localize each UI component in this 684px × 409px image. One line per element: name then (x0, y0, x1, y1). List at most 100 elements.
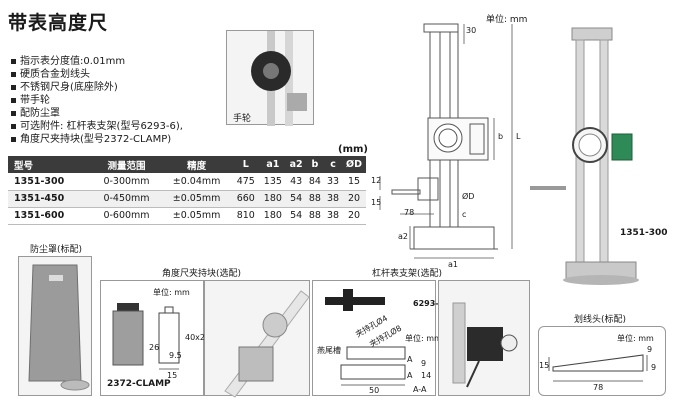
lever-illustration (325, 289, 406, 386)
cell: 88 (305, 207, 324, 225)
lever-dim-9: 9 (421, 359, 427, 368)
lever-dim-A: A (407, 355, 413, 364)
cell: 20 (342, 190, 366, 208)
feature-list: 指示表分度值:0.01mm 硬质合金划线头 不锈钢尺身(底座除外) 带手轮 配防… (10, 55, 183, 146)
handwheel-photo: 手轮 (226, 30, 314, 126)
clamp-unit: 单位: mm (153, 288, 190, 297)
dim-a1: a1 (448, 260, 458, 269)
lever-usage-photo (438, 280, 530, 396)
cell: 475 (232, 173, 260, 191)
feature-item: 硬质合金划线头 (10, 68, 183, 81)
table-row: 1351-300 0-300mm ±0.04mm 475 135 43 84 3… (8, 173, 366, 191)
dim-L: L (516, 132, 521, 141)
clamp-model: 2372-CLAMP (107, 379, 171, 389)
cell: 54 (286, 190, 306, 208)
dim-78: 78 (404, 208, 415, 217)
scriber-dim-15: 15 (539, 361, 550, 370)
col-header: b (305, 156, 324, 173)
cell: 1351-600 (8, 207, 93, 225)
lever-model: 6293-6 (413, 299, 445, 308)
cell: 84 (305, 173, 324, 191)
clamp-panel: 单位: mm 26 9.5 40x20 15 2372-CLAMP (100, 280, 210, 396)
scriber-illustration (548, 354, 648, 382)
cell: 54 (286, 207, 306, 225)
feature-item: 指示表分度值:0.01mm (10, 55, 183, 68)
feature-item: 可选附件: 杠杆表支架(型号6293-6), (10, 120, 183, 133)
cell: ±0.05mm (161, 207, 233, 225)
cell: 180 (259, 207, 287, 225)
col-header: 精度 (161, 156, 233, 173)
table-row: 1351-600 0-600mm ±0.05mm 810 180 54 88 3… (8, 207, 366, 225)
dim-b: b (498, 132, 504, 141)
cell: 15 (342, 173, 366, 191)
col-header: a2 (286, 156, 306, 173)
drawing-unit: 单位: mm (486, 15, 528, 25)
cell: 38 (323, 190, 343, 208)
clamp-title: 角度尺夹持块(选配) (162, 269, 242, 279)
dust-cover-label: 防尘罩(标配) (30, 245, 83, 255)
clamp-usage-photo (204, 280, 310, 398)
cell: 0-450mm (92, 190, 161, 208)
cell: ±0.05mm (161, 190, 233, 208)
scriber-dim-9b: 9 (651, 363, 657, 372)
col-header: c (323, 156, 343, 173)
clamp-dim-26: 26 (149, 343, 160, 352)
handwheel-illustration (251, 31, 307, 126)
clamp-illustration (112, 303, 180, 370)
clamp-dim-95: 9.5 (169, 351, 182, 360)
spec-table: 型号 测量范围 精度 L a1 a2 b c ØD 1351-300 0-300… (8, 156, 366, 225)
clamp-dim-15: 15 (167, 371, 178, 380)
col-header: 测量范围 (92, 156, 161, 173)
lever-title: 杠杆表支架(选配) (372, 269, 443, 279)
table-row: 1351-450 0-450mm ±0.05mm 660 180 54 88 3… (8, 190, 366, 208)
dim-c: c (462, 210, 467, 219)
lever-panel: 6293-6 单位: mm 燕尾槽 夹持孔Ø4 夹持孔Ø8 50 A A 9 1… (312, 280, 444, 396)
feature-item: 不锈钢尺身(底座除外) (10, 81, 183, 94)
cell: 33 (323, 173, 343, 191)
scriber-title: 划线头(标配) (574, 315, 627, 325)
cell: 88 (305, 190, 324, 208)
col-header: L (232, 156, 260, 173)
scriber-unit: 单位: mm (617, 334, 654, 343)
cell: 660 (232, 190, 260, 208)
cell: 810 (232, 207, 260, 225)
cell: 43 (286, 173, 306, 191)
product-model: 1351-300 (620, 228, 668, 238)
cell: 0-600mm (92, 207, 161, 225)
scriber-panel: 单位: mm 9 15 9 78 (538, 326, 666, 396)
dim-15: 15 (371, 198, 382, 207)
cell: 135 (259, 173, 287, 191)
scriber-dim-9a: 9 (647, 345, 653, 354)
lever-usage-illustration (452, 302, 518, 388)
clamp-usage-illustration (224, 290, 310, 398)
cell: 38 (323, 207, 343, 225)
cell: 1351-450 (8, 190, 93, 208)
page-title: 带表高度尺 (8, 12, 109, 34)
cell: 0-300mm (92, 173, 161, 191)
scriber-dim-78: 78 (593, 383, 604, 392)
lever-dim-A2: A (407, 371, 413, 380)
cell: 1351-300 (8, 173, 93, 191)
lever-dovetail-label: 燕尾槽 (317, 346, 341, 355)
dim-a2: a2 (398, 232, 408, 241)
lever-unit: 单位: mm (405, 334, 442, 343)
cell: 20 (342, 207, 366, 225)
lever-dim-section: A-A (413, 385, 427, 394)
feature-item: 角度尺夹持块(型号2372-CLAMP) (10, 133, 183, 146)
lever-dim-50: 50 (369, 386, 380, 395)
dust-cover-illustration (28, 264, 90, 391)
feature-item: 带手轮 (10, 94, 183, 107)
col-header: 型号 (8, 156, 93, 173)
clamp-dim-4020: 40x20 (185, 333, 211, 342)
cell: ±0.04mm (161, 173, 233, 191)
feature-item: 配防尘罩 (10, 107, 183, 120)
cell: 180 (259, 190, 287, 208)
dim-d: ØD (462, 192, 475, 201)
handwheel-label: 手轮 (233, 114, 252, 124)
dim-top: 30 (466, 26, 477, 35)
dim-12: 12 (371, 176, 382, 185)
lever-dim-14: 14 (421, 371, 432, 380)
table-unit: (mm) (338, 144, 368, 155)
